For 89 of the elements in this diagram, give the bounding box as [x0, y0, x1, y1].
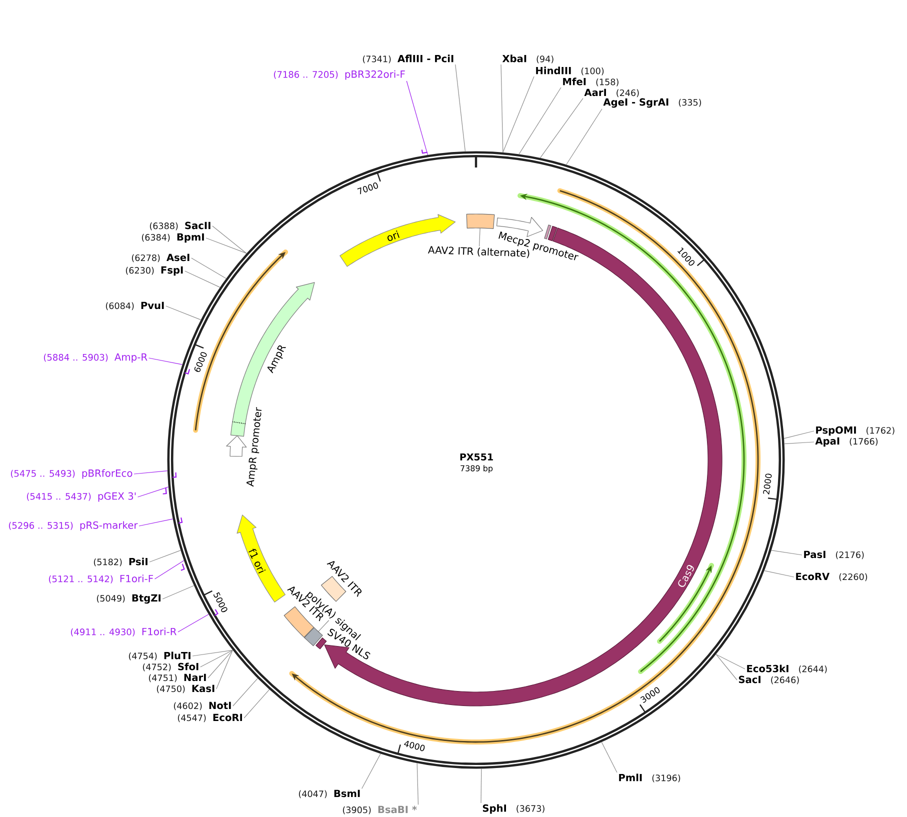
leader-line — [500, 64, 504, 153]
leader-line — [716, 654, 738, 680]
feature-box — [544, 224, 552, 240]
site-label: (6230) FspI — [126, 266, 183, 276]
primer-label: (5121 .. 5142) F1ori-F — [48, 574, 153, 584]
tick-label: 4000 — [404, 740, 425, 752]
primer-label: (5884 .. 5903) Amp-R — [44, 353, 148, 363]
leader-line — [502, 76, 534, 153]
leader-line — [480, 768, 482, 804]
feature-band — [226, 435, 247, 457]
feature-box — [316, 638, 327, 650]
primer-label: (5475 .. 5493) pBRforEco — [10, 469, 132, 479]
leader-line — [137, 486, 169, 498]
feature-box — [548, 226, 558, 242]
site-label: (6278) AseI — [132, 254, 190, 262]
site-label: AarI (246) — [584, 88, 639, 98]
site-label: PasI (2176) — [804, 550, 864, 560]
feature-box — [466, 214, 495, 229]
leader-line — [764, 570, 794, 578]
site-label: ApaI (1766) — [815, 437, 878, 447]
leader-line — [216, 650, 233, 690]
leader-line — [318, 620, 330, 632]
leader-line — [192, 650, 233, 656]
site-label: (4751) NarI — [148, 674, 206, 682]
site-label: (7341) AflIII - PciI — [362, 54, 454, 64]
leader-line — [232, 678, 258, 706]
primer-label: (5296 .. 5315) pRS-marker — [8, 521, 138, 531]
leader-line — [134, 470, 168, 474]
site-label: SacI (2646) — [738, 676, 799, 684]
leader-line — [518, 87, 562, 154]
site-label: (4602) NotI — [174, 702, 231, 710]
leader-line — [362, 753, 381, 789]
map-title: PX551 — [460, 453, 493, 461]
leader-line — [540, 98, 584, 158]
feature-box — [304, 627, 323, 646]
primer-label: (4911 .. 4930) F1ori-R — [70, 628, 176, 636]
site-label: (6084) PvuI — [106, 302, 164, 310]
leader-line — [455, 64, 466, 152]
primer-label: (5415 .. 5437) pGEX 3' — [26, 492, 136, 502]
leader-line — [212, 226, 247, 254]
site-label: HindIII (100) — [536, 66, 604, 76]
leader-line — [178, 614, 209, 632]
leader-line — [784, 430, 814, 439]
site-label: PspOMI (1762) — [816, 426, 894, 436]
leader-line — [566, 108, 602, 165]
leader-line — [416, 762, 419, 805]
site-label: SphI (3673) — [482, 804, 544, 814]
tick-label: 5000 — [213, 592, 228, 612]
leader-line — [138, 518, 174, 526]
leader-line — [162, 585, 194, 600]
leader-line — [184, 270, 220, 288]
site-label: AgeI - SgrAI (335) — [603, 98, 702, 108]
site-label: MfeI (158) — [563, 78, 618, 86]
site-label: XbaI (94) — [502, 54, 554, 64]
site-label: (6384) BpmI — [142, 233, 204, 243]
site-label: (4752) SfoI — [142, 662, 198, 672]
leader-line — [200, 650, 233, 668]
leader-line — [206, 238, 247, 254]
size-label: 7389 bp — [460, 465, 493, 473]
site-label: (4754) PluTI — [128, 652, 190, 660]
leader-line — [771, 550, 802, 556]
site-label: Eco53kI (2644) — [747, 664, 827, 674]
leader-line — [244, 689, 270, 718]
site-label: EcoRV (2260) — [796, 572, 868, 582]
primer-label: (7186 .. 7205) pBR322ori-F — [274, 70, 405, 80]
site-label: (4047) BsmI — [298, 790, 360, 798]
feature-label: AmpR promoter — [246, 407, 262, 487]
site-label: (6388) SacII — [150, 222, 210, 230]
site-label: (4750) KasI — [156, 684, 214, 694]
leader-line — [191, 258, 226, 279]
leader-line — [208, 650, 233, 678]
site-label: (5049) BtgZI — [96, 594, 160, 604]
leader-line — [149, 550, 181, 562]
site-label: PmlI (3196) — [619, 774, 680, 782]
leader-line — [166, 306, 202, 320]
tick-label: 2000 — [763, 474, 772, 494]
site-label: (5182) PsiI — [94, 558, 148, 566]
leader-line — [406, 80, 428, 156]
feature-band: f1 ori — [236, 514, 286, 602]
leader-line — [716, 654, 746, 670]
leader-line — [784, 442, 814, 444]
tick-label: 7000 — [357, 182, 378, 194]
leader-line — [601, 742, 618, 773]
leader-line — [478, 228, 480, 247]
tick-label: 6000 — [194, 352, 207, 372]
site-label: (4547) EcoRI — [178, 714, 242, 722]
leader-line — [154, 560, 184, 580]
leader-line — [148, 358, 183, 365]
site-label: (3905) BsaBI * — [342, 806, 417, 814]
